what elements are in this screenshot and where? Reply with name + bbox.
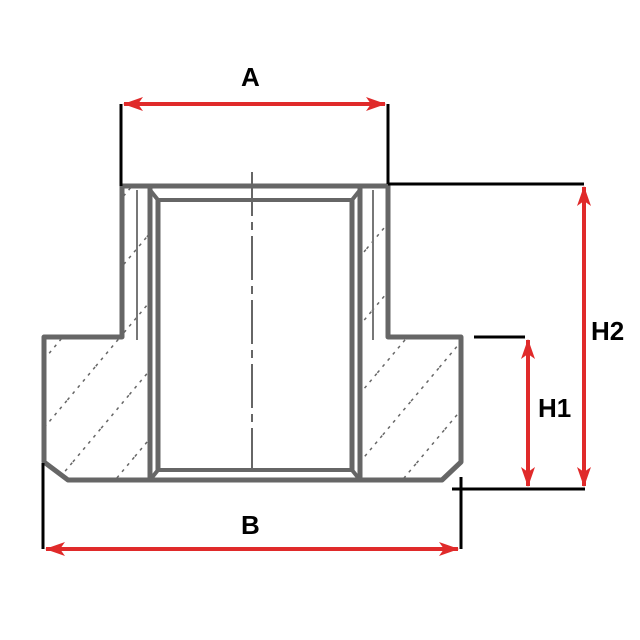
left-section — [41, 183, 153, 483]
extension-lines — [41, 104, 585, 549]
label-a: A — [241, 62, 260, 92]
part-cross-section — [41, 172, 464, 483]
right-section — [357, 183, 464, 483]
label-b: B — [241, 510, 260, 540]
dimension-arrows — [45, 97, 591, 556]
label-h1: H1 — [538, 393, 571, 423]
label-h2: H2 — [591, 316, 624, 346]
